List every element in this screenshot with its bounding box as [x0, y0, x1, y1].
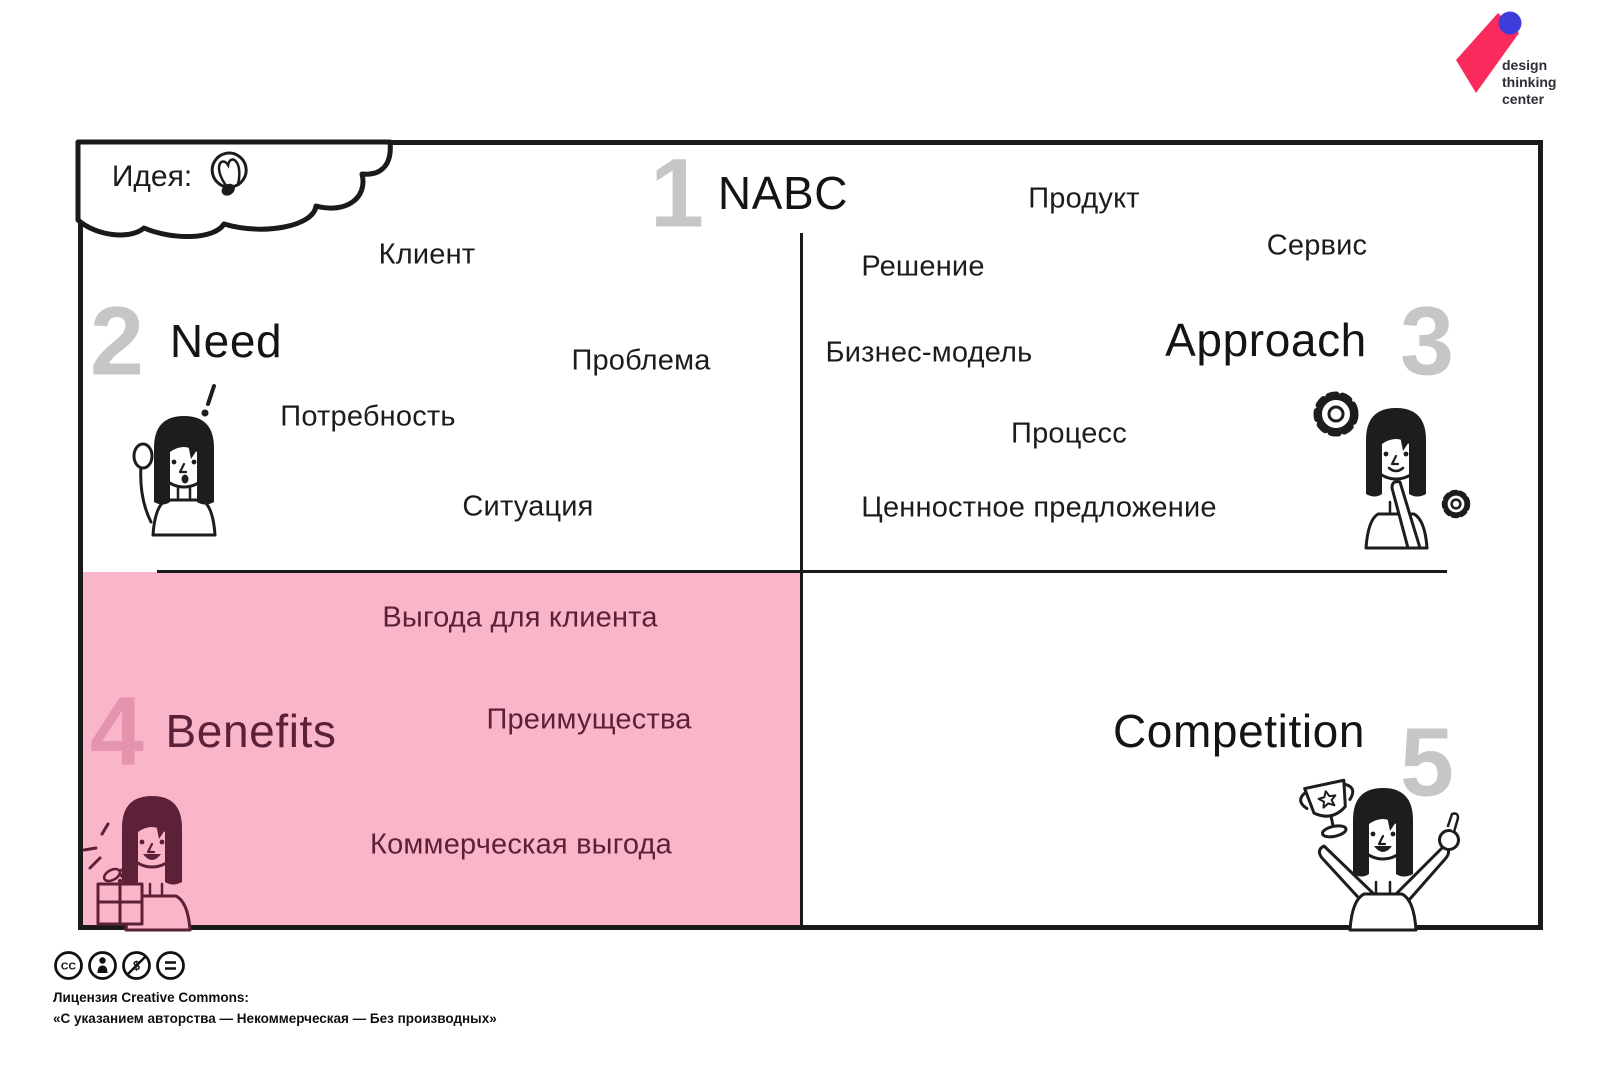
section-number-1: 1 — [650, 138, 704, 248]
trophy-icon — [1299, 778, 1355, 839]
exclamation-dot — [201, 409, 209, 417]
keyword-problem: Проблема — [571, 344, 711, 377]
keyword-value-proposition: Ценностное предложение — [861, 491, 1217, 524]
logo-word-center: center — [1502, 91, 1545, 107]
need-character-illustration — [132, 384, 217, 537]
nd-icon — [156, 951, 185, 980]
section-number-2: 2 — [90, 286, 144, 396]
by-icon — [88, 951, 117, 980]
section-title-need: Need — [169, 315, 283, 367]
keyword-situation: Ситуация — [462, 490, 594, 523]
keyword-process: Процесс — [1011, 417, 1127, 450]
idea-cloud — [75, 139, 393, 239]
benefits-quadrant-background — [83, 572, 800, 925]
license-line-1: Лицензия Creative Commons: — [53, 990, 249, 1005]
keyword-commercial-benefit: Коммерческая выгода — [370, 828, 672, 861]
horizontal-divider — [157, 570, 1447, 573]
keyword-business-model: Бизнес-модель — [825, 336, 1033, 369]
section-title-competition: Competition — [1112, 705, 1366, 757]
keyword-advantages: Преимущества — [486, 703, 692, 736]
keyword-customer-benefit: Выгода для клиента — [382, 601, 658, 634]
logo-blue-dot — [1498, 11, 1522, 35]
logo-wordmark: design thinking center — [1502, 57, 1556, 108]
benefits-character-illustration — [82, 796, 192, 932]
logo-pink-shape — [1456, 13, 1519, 93]
logo-word-design: design — [1502, 57, 1548, 73]
section-title-approach: Approach — [1165, 314, 1367, 366]
lightbulb-icon — [210, 151, 248, 196]
vertical-divider — [800, 233, 803, 925]
section-number-3: 3 — [1400, 286, 1454, 396]
gear-icon-small — [1441, 489, 1471, 519]
license-text: Лицензия Creative Commons: «С указанием … — [53, 988, 497, 1030]
logo-word-thinking: thinking — [1502, 74, 1557, 90]
section-title-nabc: NABC — [717, 167, 849, 219]
approach-character-illustration — [1313, 391, 1471, 550]
keyword-need: Потребность — [280, 400, 456, 433]
gear-icon-large — [1313, 391, 1359, 437]
nc-icon: $ — [122, 951, 151, 980]
thumbs-up-icon — [1446, 812, 1460, 834]
cc-icon: CC — [54, 951, 83, 980]
keyword-service: Сервис — [1266, 229, 1368, 262]
section-title-benefits: Benefits — [165, 705, 337, 757]
design-thinking-center-logo — [1456, 11, 1522, 93]
section-number-4: 4 — [90, 676, 144, 786]
idea-label: Идея: — [111, 160, 193, 193]
svg-text:CC: CC — [61, 961, 77, 973]
keyword-product: Продукт — [1028, 182, 1140, 215]
keyword-solution: Решение — [861, 250, 985, 283]
keyword-client: Клиент — [378, 238, 476, 271]
exclamation-icon — [206, 384, 216, 406]
sparkle-lines — [82, 822, 110, 870]
section-number-5: 5 — [1400, 707, 1454, 817]
competition-character-illustration — [1299, 778, 1460, 932]
license-line-2: «С указанием авторства — Некоммерческая … — [53, 1010, 497, 1026]
cc-license-icons: CC $ — [53, 950, 186, 981]
